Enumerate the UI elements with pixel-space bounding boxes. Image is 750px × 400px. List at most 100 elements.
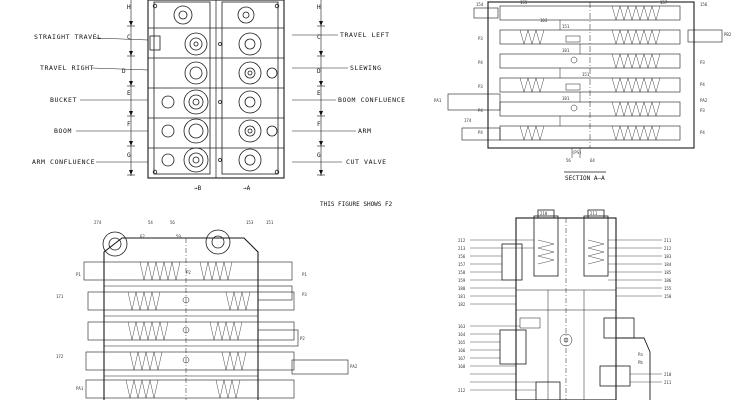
section-aa-drawing [447,1,723,173]
callout: 157 [660,0,668,5]
callout: 181 [562,48,570,53]
label-straight-travel: STRAIGHT TRAVEL [34,33,102,41]
callout: P2 [300,336,305,341]
callout: P3 [700,60,705,65]
callout: 168 [458,364,466,369]
dim-letter-e-left: E [127,90,131,97]
callout: 167 [458,356,466,361]
callout: Pa [638,352,643,357]
dim-letter-e-right: E [317,90,321,97]
callout: 56 [566,158,571,163]
callout: 159 [458,278,466,283]
callout: PB2 [724,32,732,37]
dim-letter-d-left: D [122,68,126,75]
callout: Pb [638,360,643,365]
label-travel-right: TRAVEL RIGHT [40,64,95,72]
callout: P3 [478,36,483,41]
section-arrow-b: →B [194,185,202,192]
callout: 186 [664,278,672,283]
callout: 211 [664,238,672,243]
callout: P3 [700,108,705,113]
callout: 158 [664,294,672,299]
callout: PA2 [700,98,708,103]
dim-letter-g-right: G [317,152,321,159]
callout: 155 [664,286,672,291]
callout: 172 [56,354,64,359]
callout: 171 [56,294,64,299]
callout: 212 [458,238,466,243]
callout: 156 [458,254,466,259]
callout: 163 [458,324,466,329]
callout: 180 [458,286,466,291]
callout: 181 [562,96,570,101]
callout: 153 [246,220,254,225]
callout: 62 [140,234,145,239]
label-slewing: SLEWING [350,64,382,72]
callout: 274 [94,220,102,225]
dim-letter-f-right: F [317,121,321,128]
callout: 212 [664,246,672,251]
callout: P4 [478,60,483,65]
callout: P1 [302,272,307,277]
dim-letter-h-left: H [127,4,131,11]
callout: 158 [458,270,466,275]
callout: P2 [186,270,191,275]
callout: 181 [458,294,466,299]
section-aa-title: SECTION A—A [565,175,605,182]
callout: 154 [476,2,484,7]
callout: P4 [478,108,483,113]
callout: 151 [562,24,570,29]
callout: 155 [520,0,528,5]
label-boom: BOOM [54,127,73,135]
label-boom-confluence: BOOM CONFLUENCE [338,96,406,104]
dim-letter-f-left: F [127,121,131,128]
callout: 151 [266,220,274,225]
label-arm: ARM [358,127,372,135]
section-arrow-a: →A [243,185,251,192]
dim-letter-d-right: D [317,68,321,75]
callout: 211 [664,380,672,385]
callout: 166 [458,348,466,353]
callout: 151 [582,72,590,77]
callout: 165 [458,340,466,345]
callout: 210 [664,372,672,377]
callout: 212 [458,388,466,393]
callout: P3 [478,84,483,89]
dim-letter-g-left: G [127,152,131,159]
callout: P4 [478,130,483,135]
callout: 56 [170,220,175,225]
callout: P4 [700,82,705,87]
callout: 156 [700,2,708,7]
callout: PA2 [350,364,358,369]
callout: 184 [664,262,672,267]
label-cut-valve: CUT VALVE [346,158,387,166]
label-travel-left: TRAVEL LEFT [340,31,390,39]
callout: P3 [302,292,307,297]
callout: 59 [176,234,181,239]
callout: 164 [458,332,466,337]
callout: PA1 [434,98,442,103]
callout: PA1 [76,386,84,391]
callout: 54 [148,220,153,225]
bottom-right-section-drawing [470,209,662,400]
dim-letter-c-right: C [317,34,321,41]
dim-letter-c-left: C [127,34,131,41]
callout: 174 [464,118,472,123]
callout: 182 [458,302,466,307]
callout: P1 [76,272,81,277]
callout: 185 [664,270,672,275]
front-view-valve-body [147,0,285,179]
figure-caption: THIS FIGURE SHOWS F2 [320,201,393,208]
callout: 103 [540,18,548,23]
callout: 64 [590,158,595,163]
bottom-left-section-drawing [83,229,349,400]
callout: (PS) [572,150,582,155]
label-arm-confluence: ARM CONFLUENCE [32,158,96,166]
callout: 157 [458,262,466,267]
callout: 213 [458,246,466,251]
callout: 210 [540,211,548,216]
callout: P4 [700,130,705,135]
callout: 183 [664,254,672,259]
callout: 211 [590,211,598,216]
